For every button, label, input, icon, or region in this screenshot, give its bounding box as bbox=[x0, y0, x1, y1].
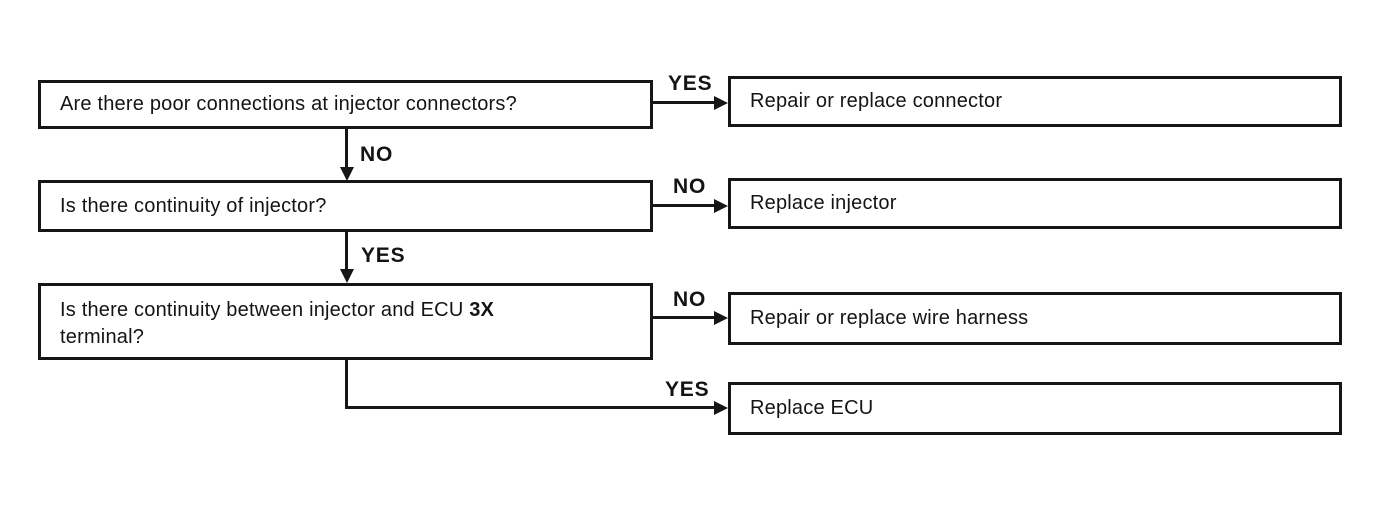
question-text-line1: Is there continuity between injector and… bbox=[60, 299, 470, 321]
connector-q2-a2-arrowhead bbox=[714, 199, 728, 213]
question-text: Is there continuity of injector? bbox=[60, 194, 327, 217]
connector-q3-a4-arrowhead bbox=[714, 401, 728, 415]
action-text: Repair or replace connector bbox=[750, 90, 1003, 112]
branch-label-q3-yes: YES bbox=[665, 378, 710, 401]
terminal-code-bold: 3X bbox=[469, 299, 495, 321]
branch-label-q1-yes: YES bbox=[668, 72, 713, 95]
question-text-line2: terminal? bbox=[60, 326, 145, 348]
action-text: Replace ECU bbox=[750, 397, 874, 419]
action-box-repair-harness: Repair or replace wire harness bbox=[728, 292, 1342, 345]
connector-q2-q3-arrowhead bbox=[340, 269, 354, 283]
action-text: Replace injector bbox=[750, 192, 897, 214]
connector-q3-a3-arrowhead bbox=[714, 311, 728, 325]
action-box-replace-injector: Replace injector bbox=[728, 178, 1342, 229]
branch-label-q2-yes: YES bbox=[361, 244, 406, 267]
question-box-injector-continuity: Is there continuity of injector? bbox=[38, 180, 653, 232]
branch-label-q1-no: NO bbox=[360, 143, 394, 166]
branch-label-q2-no: NO bbox=[673, 175, 707, 198]
connector-q1-q2-arrowhead bbox=[340, 167, 354, 181]
connector-q3-a4-vertical-line bbox=[345, 360, 348, 409]
branch-label-q3-no: NO bbox=[673, 288, 707, 311]
connector-q1-q2-line bbox=[345, 129, 348, 169]
connector-q1-a1-line bbox=[653, 101, 715, 104]
connector-q1-a1-arrowhead bbox=[714, 96, 728, 110]
question-box-ecu-continuity: Is there continuity between injector and… bbox=[38, 283, 653, 360]
action-text: Repair or replace wire harness bbox=[750, 307, 1029, 329]
question-text: Is there continuity between injector and… bbox=[60, 297, 494, 351]
connector-q3-a3-line bbox=[653, 316, 715, 319]
action-box-replace-ecu: Replace ECU bbox=[728, 382, 1342, 435]
connector-q3-a4-horizontal-line bbox=[345, 406, 715, 409]
action-box-repair-connector: Repair or replace connector bbox=[728, 76, 1342, 127]
connector-q2-q3-line bbox=[345, 232, 348, 271]
question-box-poor-connections: Are there poor connections at injector c… bbox=[38, 80, 653, 129]
question-text: Are there poor connections at injector c… bbox=[60, 93, 517, 115]
connector-q2-a2-line bbox=[653, 204, 715, 207]
